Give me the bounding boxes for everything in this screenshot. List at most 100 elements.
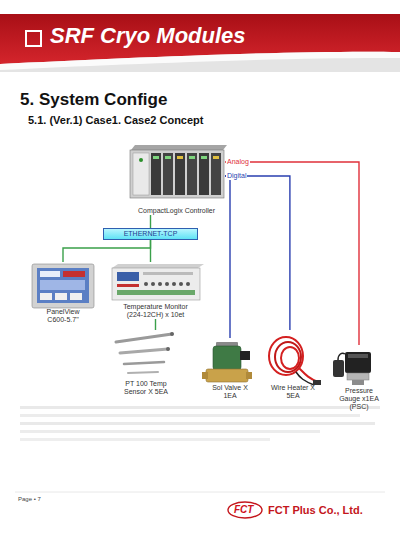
- plc-controller-art: [175, 153, 185, 195]
- wire-heater-art: [281, 347, 299, 369]
- company-logo: FCT: [234, 504, 253, 516]
- plc-controller-art: [177, 156, 183, 159]
- pressure-gauge-art: [348, 354, 368, 358]
- network-box: ETHERNET-TCP: [103, 228, 198, 240]
- header-banner: [26, 31, 41, 46]
- blurred-text: [20, 422, 375, 425]
- device-caption: PT 100 Temp Sensor X 5EA: [122, 380, 170, 396]
- section-heading: 5. System Confige: [20, 90, 167, 109]
- blurred-text: [20, 430, 320, 433]
- solenoid-valve-art: [240, 351, 250, 360]
- solenoid-valve: Sol Valve X 1EA: [200, 338, 260, 400]
- temperature-sensor-art: [128, 372, 158, 373]
- signal-wire: [150, 215, 151, 228]
- pressure-gauge-art: [352, 380, 364, 385]
- wire-heater-art: [269, 337, 303, 375]
- network-label: ETHERNET-TCP: [124, 230, 178, 238]
- wire-heater-art: [296, 372, 314, 385]
- temperature-monitor: Temperature Monitor (224-12CH) x 10et: [106, 262, 205, 319]
- pressure-gauge-art: [347, 373, 369, 380]
- plc-controller-art: [211, 153, 221, 195]
- device-caption: Sol Valve X 1EA: [210, 384, 250, 400]
- solenoid-valve-art: [206, 369, 248, 382]
- panel-display: PanelView C600-5.7": [28, 262, 98, 324]
- signal-wire: [225, 176, 290, 330]
- temperature-monitor-art: [151, 282, 155, 286]
- signal-label: Analog: [226, 158, 250, 166]
- device-caption: Pressure Gauge x1EA (PSC): [337, 387, 382, 411]
- temperature-sensor: PT 100 Temp Sensor X 5EA: [110, 330, 182, 396]
- plc-controller-art: [139, 158, 143, 162]
- temperature-monitor-art: [144, 282, 148, 286]
- plc-controller-art: [153, 156, 159, 159]
- panel-display-art: [40, 293, 52, 300]
- plc-controller-art: [213, 156, 219, 159]
- slide-title: SRF Cryo Modules: [50, 24, 246, 48]
- page-number: Page • 7: [18, 495, 41, 503]
- plc-controller-art: [130, 150, 224, 198]
- header-banner: [0, 52, 400, 70]
- solenoid-valve-art: [202, 342, 252, 382]
- plc-controller-art: [130, 145, 227, 198]
- temperature-monitor-art: [112, 264, 204, 268]
- temperature-monitor-art: [143, 272, 193, 275]
- panel-display-art: [37, 268, 89, 303]
- panel-display-art: [55, 293, 67, 300]
- device-caption: Temperature Monitor (224-12CH) x 10et: [120, 303, 192, 319]
- panel-display-art: [63, 271, 85, 277]
- device-caption: CompactLogix Controller: [138, 207, 215, 215]
- solenoid-valve-art: [202, 372, 208, 379]
- pressure-gauge-art: [345, 352, 371, 373]
- temperature-monitor-art: [158, 282, 162, 286]
- temperature-monitor-art: [172, 282, 176, 286]
- temperature-sensor-art: [166, 347, 170, 351]
- blurred-text: [20, 406, 380, 441]
- pressure-gauge-art: [333, 352, 371, 385]
- panel-display-art: [40, 280, 85, 290]
- temperature-sensor-art: [116, 334, 172, 342]
- plc-controller-art: [199, 153, 209, 195]
- temperature-sensor-art: [120, 349, 168, 353]
- device-caption: Wire Heater X 5EA: [271, 384, 316, 400]
- temperature-monitor-art: [112, 268, 200, 300]
- panel-display-art: [40, 271, 60, 277]
- panel-display-art: [32, 264, 94, 308]
- temperature-monitor-art: [117, 272, 139, 281]
- blurred-text: [20, 438, 270, 441]
- temperature-monitor-art: [179, 282, 183, 286]
- signal-label: Digital: [226, 172, 247, 180]
- wire-heater: Wire Heater X 5EA: [262, 330, 324, 400]
- wire-heater-art: [275, 342, 301, 372]
- wire-heater-art: [269, 337, 321, 385]
- signal-wire: [63, 240, 151, 262]
- header-banner: [0, 14, 400, 72]
- solenoid-valve-art: [246, 372, 252, 379]
- signal-wire: [225, 162, 359, 345]
- plc-controller-art: [151, 153, 161, 195]
- device-caption: PanelView C600-5.7": [41, 308, 86, 324]
- panel-display-art: [70, 293, 82, 300]
- temperature-monitor-art: [186, 282, 190, 286]
- footer-art: [228, 502, 262, 518]
- signal-wire: [155, 319, 156, 330]
- plc-controller-art: [163, 153, 173, 195]
- temperature-sensor-art: [124, 362, 164, 364]
- temperature-monitor-art: [117, 284, 139, 287]
- temperature-sensor-art: [170, 332, 174, 336]
- temperature-sensor-art: [116, 332, 174, 373]
- subsection-heading: 5.1. (Ver.1) Case1. Case2 Concept: [28, 114, 203, 127]
- blurred-text: [20, 414, 360, 417]
- pressure-gauge: Pressure Gauge x1EA (PSC): [325, 345, 393, 411]
- temperature-monitor-art: [112, 264, 204, 300]
- signal-wire: [150, 240, 151, 262]
- temperature-monitor-art: [117, 290, 195, 295]
- company-name: FCT Plus Co., Ltd.: [268, 504, 363, 517]
- pressure-gauge-art: [333, 360, 344, 377]
- pressure-gauge-art: [338, 353, 345, 360]
- plc-controller-art: [201, 156, 207, 159]
- solenoid-valve-art: [213, 346, 241, 370]
- plc-controller-art: [187, 153, 197, 195]
- plc-controller: CompactLogix Controller: [128, 142, 225, 215]
